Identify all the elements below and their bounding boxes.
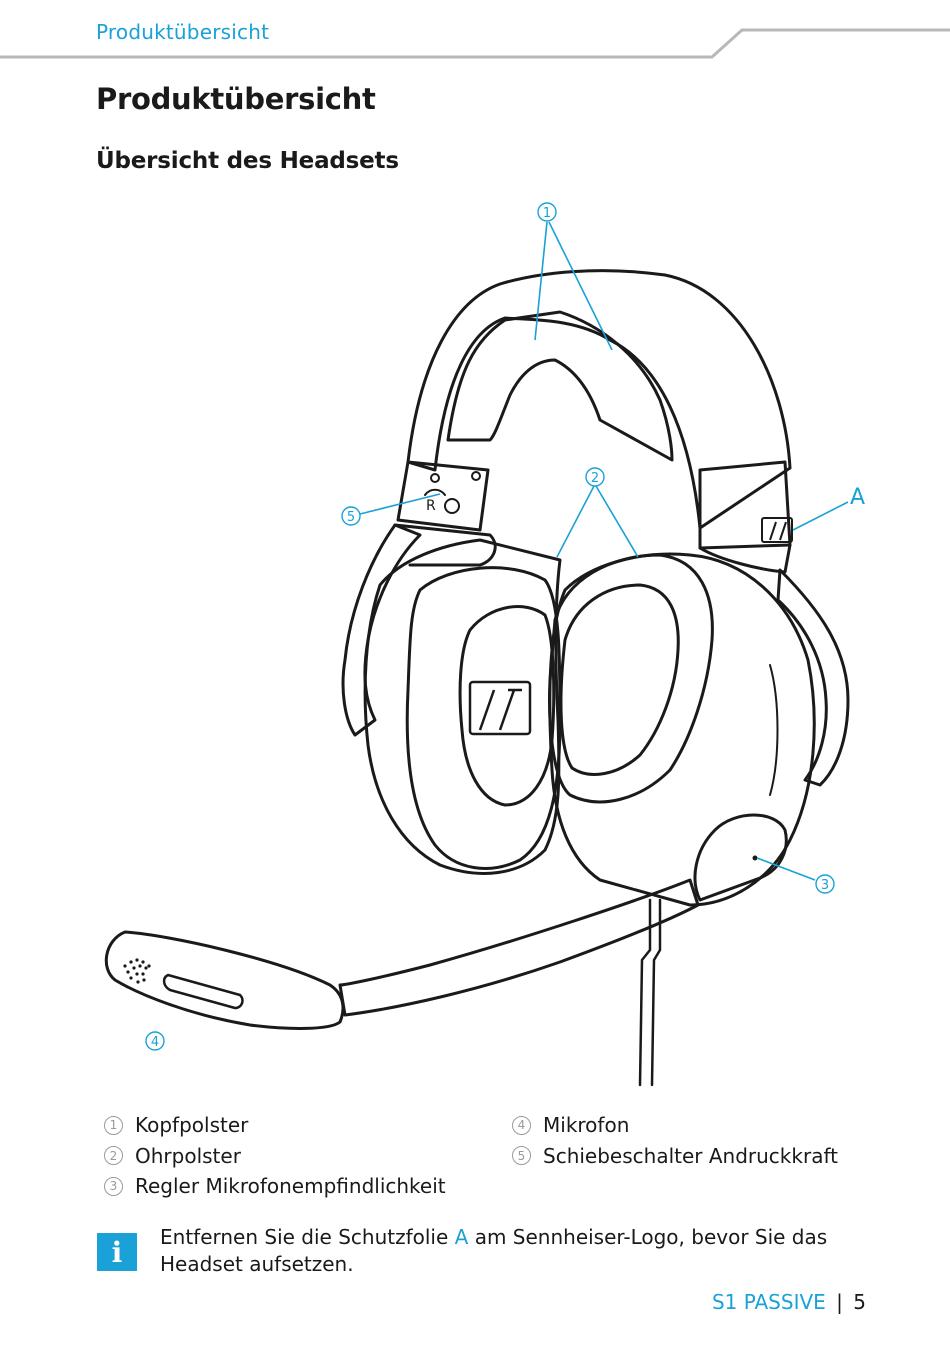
mic-boom [338,878,700,1017]
legend-item: 3 Regler Mikrofonempfindlichkeit [104,1171,446,1202]
page-footer: S1 PASSIVE | 5 [712,1290,866,1314]
callout-a: A [850,485,865,510]
info-icon: i [97,1233,137,1271]
right-earcup [548,552,816,907]
sennheiser-logo-icon [468,517,793,736]
right-arm [776,568,850,787]
legend-number: 5 [512,1146,531,1166]
legend-label: Kopfpolster [135,1113,249,1137]
callout-1: 1 [543,206,551,221]
note-text-before: Entfernen Sie die Schutzfolie [160,1225,455,1249]
footer-separator: | [836,1290,843,1314]
note-text-after: am Sennheiser-Logo, bevor Sie das Headse… [160,1225,828,1276]
legend-label: Regler Mikrofonempfindlichkeit [135,1174,446,1198]
footer-product: S1 PASSIVE [711,1290,826,1314]
callout-4: 4 [151,1035,159,1050]
callout-3: 3 [821,878,829,893]
legend-item: 2 Ohrpolster [104,1141,446,1172]
legend-number: 1 [104,1115,123,1135]
mic-boom-base [693,813,788,902]
legend-item: 1 Kopfpolster [104,1110,446,1141]
left-earcup [363,538,562,875]
legend-label: Schiebeschalter Andruckkraft [543,1143,838,1168]
legend-right: 4 Mikrofon 5 Schiebeschalter Andruckkraf… [512,1110,838,1171]
callout-2: 2 [591,471,599,486]
cable [638,898,652,1087]
left-ear-pad [405,566,562,870]
running-header: Produktübersicht [96,20,270,44]
svg-text:R: R [426,498,436,514]
legend-label: Mikrofon [543,1113,630,1137]
head-pad [446,310,674,462]
mic-grille [123,958,151,984]
note-text: Entfernen Sie die Schutzfolie A am Sennh… [160,1224,890,1278]
legend-item: 4 Mikrofon [512,1110,838,1141]
left-slider [396,460,490,532]
legend-label: Ohrpolster [135,1143,241,1168]
headband [406,269,792,530]
legend-left: 1 Kopfpolster 2 Ohrpolster 3 Regler Mikr… [104,1110,446,1202]
legend-number: 2 [104,1146,123,1166]
page-number: 5 [853,1290,866,1314]
right-yoke [698,460,792,550]
legend-number: 4 [512,1115,531,1135]
right-ear-pad [548,553,714,804]
headset-illustration: R 1 2 5 3 4 A [104,202,865,1087]
legend-number: 3 [104,1176,123,1196]
page-title: Produktübersicht [96,82,376,116]
section-title: Übersicht des Headsets [96,148,399,174]
mic-head [104,930,345,1030]
note-accent: A [454,1225,469,1249]
header-rule [0,28,950,59]
callout-5: 5 [347,510,355,525]
legend-item: 5 Schiebeschalter Andruckkraft [512,1141,838,1172]
